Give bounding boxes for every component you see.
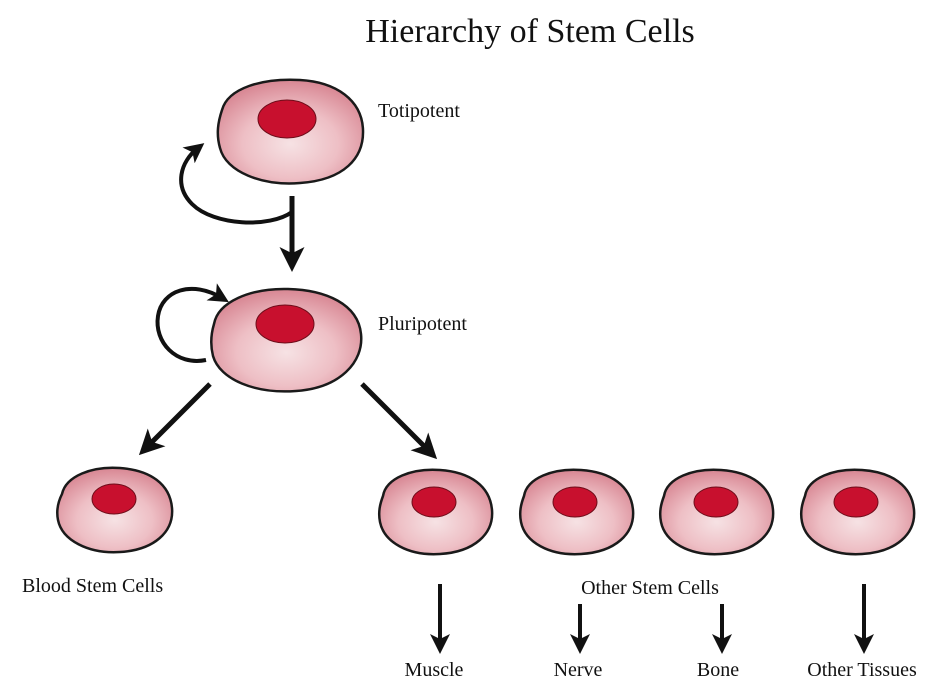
pluripotent-to-blood-arrow <box>146 384 210 448</box>
blood-stem-cells-label: Blood Stem Cells <box>22 575 163 597</box>
bone-label: Bone <box>697 659 739 681</box>
other-stem-cell-other-tissues-nucleus <box>834 487 878 517</box>
totipotent-cell <box>218 80 363 184</box>
totipotent-label: Totipotent <box>378 100 460 122</box>
nerve-label: Nerve <box>554 659 603 681</box>
blood-stem-cell <box>57 468 172 552</box>
other-stem-cell-muscle-nucleus <box>412 487 456 517</box>
pluripotent-label: Pluripotent <box>378 313 467 335</box>
other-stem-cell-muscle <box>379 470 492 554</box>
other-stem-cell-nerve-nucleus <box>553 487 597 517</box>
other-stem-cell-other-tissues <box>801 470 914 554</box>
totipotent-nucleus <box>258 100 316 138</box>
other-stem-cell-nerve <box>520 470 633 554</box>
pluripotent-to-other-arrow <box>362 384 430 452</box>
other-stem-cell-bone-nucleus <box>694 487 738 517</box>
pluripotent-nucleus <box>256 305 314 343</box>
other-stem-cell-bone <box>660 470 773 554</box>
other-tissues-label: Other Tissues <box>807 659 917 681</box>
other-stem-cells-label: Other Stem Cells <box>581 577 719 599</box>
blood-stem-cell-nucleus <box>92 484 136 514</box>
muscle-label: Muscle <box>405 659 464 681</box>
pluripotent-cell <box>211 289 361 391</box>
diagram-title: Hierarchy of Stem Cells <box>365 13 695 50</box>
